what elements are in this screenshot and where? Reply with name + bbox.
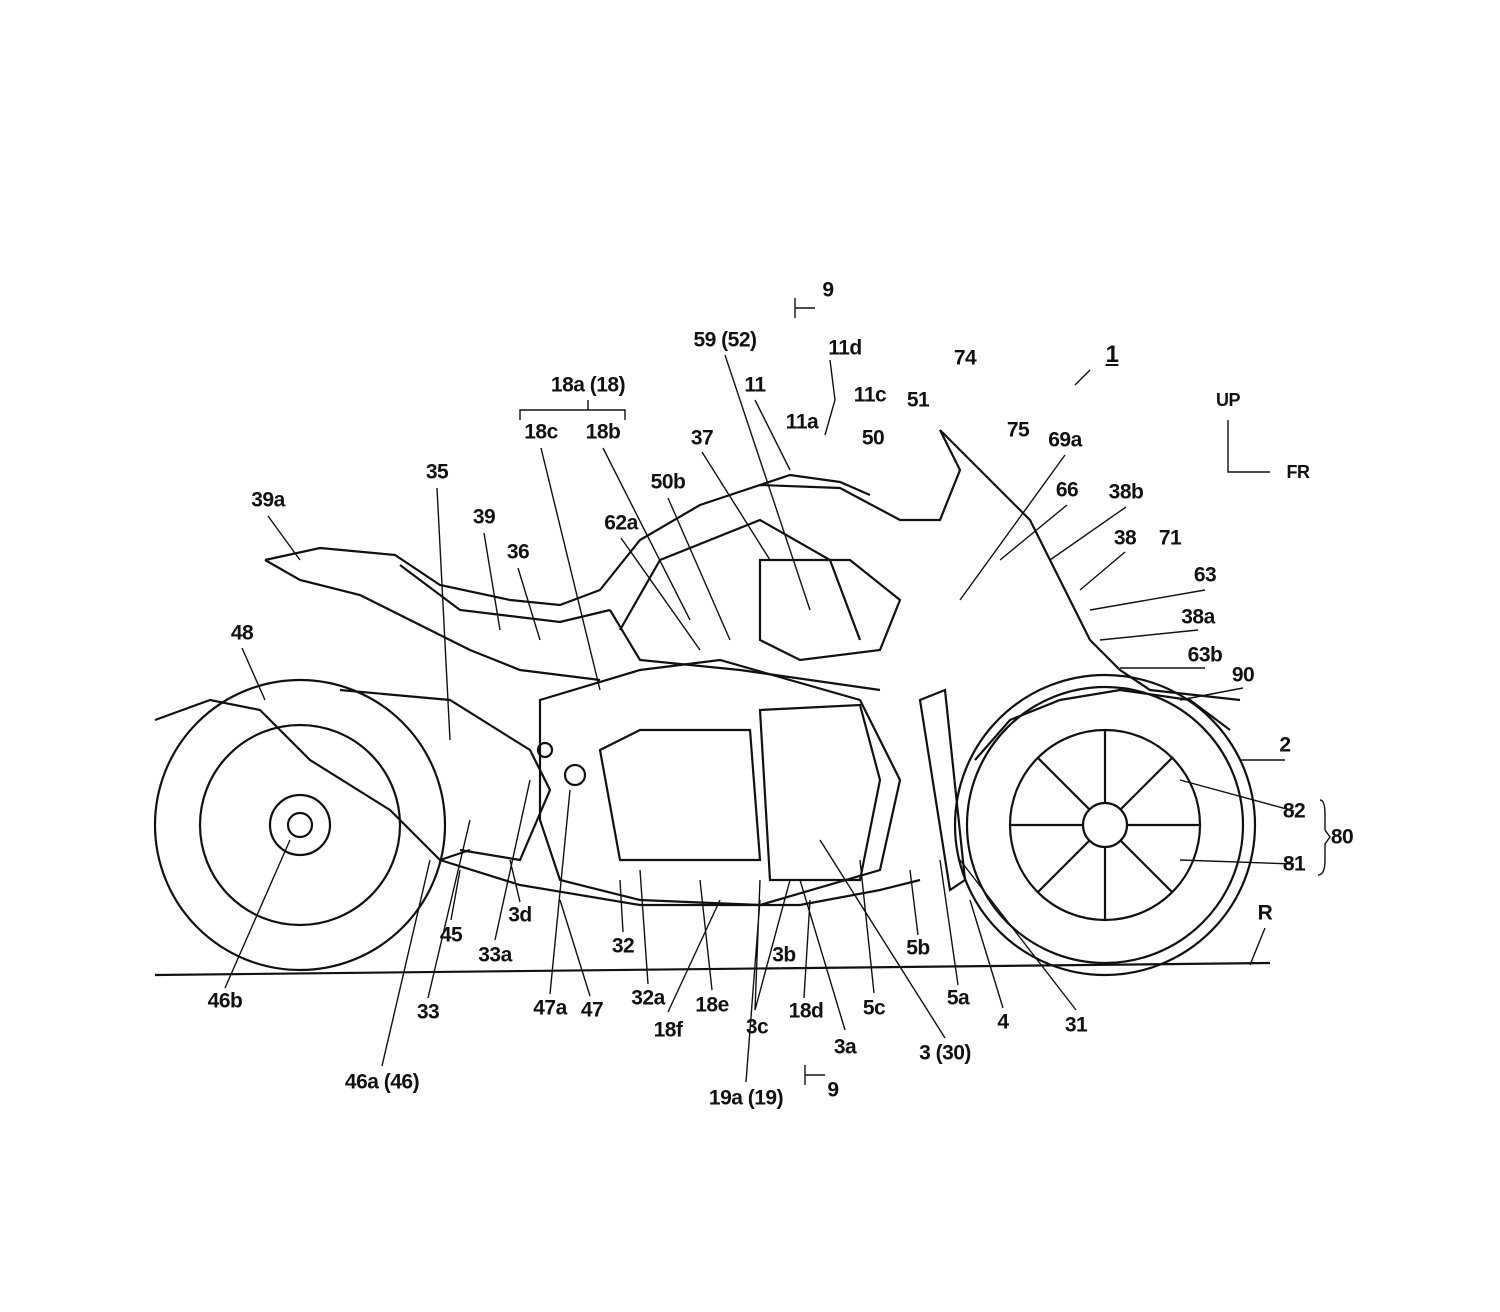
part-label: 82 (1282, 799, 1306, 823)
part-label: 62a (604, 511, 638, 535)
part-label: 50b (650, 470, 686, 494)
part-label: 3b (772, 943, 796, 967)
up-direction-label: UP (1215, 390, 1241, 410)
part-label: 11a (785, 410, 819, 434)
part-label: 3c (745, 1015, 769, 1039)
part-label: 11d (828, 336, 862, 360)
part-label: 81 (1282, 852, 1306, 876)
part-label: 71 (1158, 526, 1182, 550)
ground-label: R (1257, 901, 1273, 925)
part-label: 18a (18) (550, 373, 626, 397)
part-label: 46b (207, 989, 243, 1013)
part-label: 75 (1006, 418, 1030, 442)
part-label: 33a (478, 943, 512, 967)
part-label: 66 (1055, 478, 1079, 502)
ground-line (154, 961, 1271, 977)
part-label: 90 (1231, 663, 1255, 687)
part-label: 51 (906, 388, 930, 412)
part-label: 35 (425, 460, 449, 484)
part-label: 38a (1181, 605, 1215, 629)
part-label: 5a (946, 986, 970, 1010)
part-label: 4 (997, 1010, 1009, 1034)
front-direction-label: FR (1286, 462, 1311, 482)
part-label: 47a (533, 996, 567, 1020)
part-label: 5c (862, 996, 886, 1020)
part-label: 69a (1048, 428, 1082, 452)
section-marker-top: 9 (822, 278, 834, 302)
body-outline (154, 429, 1241, 907)
part-label: 18e (695, 993, 729, 1017)
front-wheel (953, 673, 1257, 977)
leader-lines (224, 298, 1331, 1085)
part-label: 74 (953, 346, 977, 370)
section-marker-bottom: 9 (827, 1078, 839, 1102)
part-label: 63 (1193, 563, 1217, 587)
part-label: 32a (631, 986, 665, 1010)
part-label: 31 (1064, 1013, 1088, 1037)
part-label: 2 (1279, 733, 1291, 757)
part-label: 3a (833, 1035, 857, 1059)
part-label: 45 (439, 923, 463, 947)
vehicle-label: 1 (1105, 341, 1119, 368)
part-label: 38 (1113, 526, 1137, 550)
part-label: 18b (585, 420, 621, 444)
part-label: 36 (506, 540, 530, 564)
part-label: 47 (580, 998, 604, 1022)
part-label: 33 (416, 1000, 440, 1024)
part-label: 63b (1187, 643, 1223, 667)
part-label: 39 (472, 505, 496, 529)
part-label: 59 (52) (693, 328, 757, 352)
part-label: 11 (744, 373, 766, 397)
part-label: 37 (690, 426, 714, 450)
part-label: 18d (788, 999, 824, 1023)
part-label: 19a (19) (708, 1086, 784, 1110)
rear-wheel (153, 678, 447, 972)
part-label: 18f (653, 1018, 683, 1042)
part-label: 48 (230, 621, 254, 645)
part-label: 46a (46) (344, 1070, 420, 1094)
part-label: 3d (508, 903, 532, 927)
part-label: 80 (1330, 825, 1354, 849)
part-label: 11c (853, 383, 887, 407)
part-label: 50 (861, 426, 885, 450)
part-label: 18c (524, 420, 558, 444)
part-label: 3 (30) (919, 1041, 971, 1065)
part-label: 39a (251, 488, 285, 512)
part-label: 5b (906, 936, 930, 960)
part-label: 32 (611, 934, 635, 958)
part-label: 38b (1108, 480, 1144, 504)
